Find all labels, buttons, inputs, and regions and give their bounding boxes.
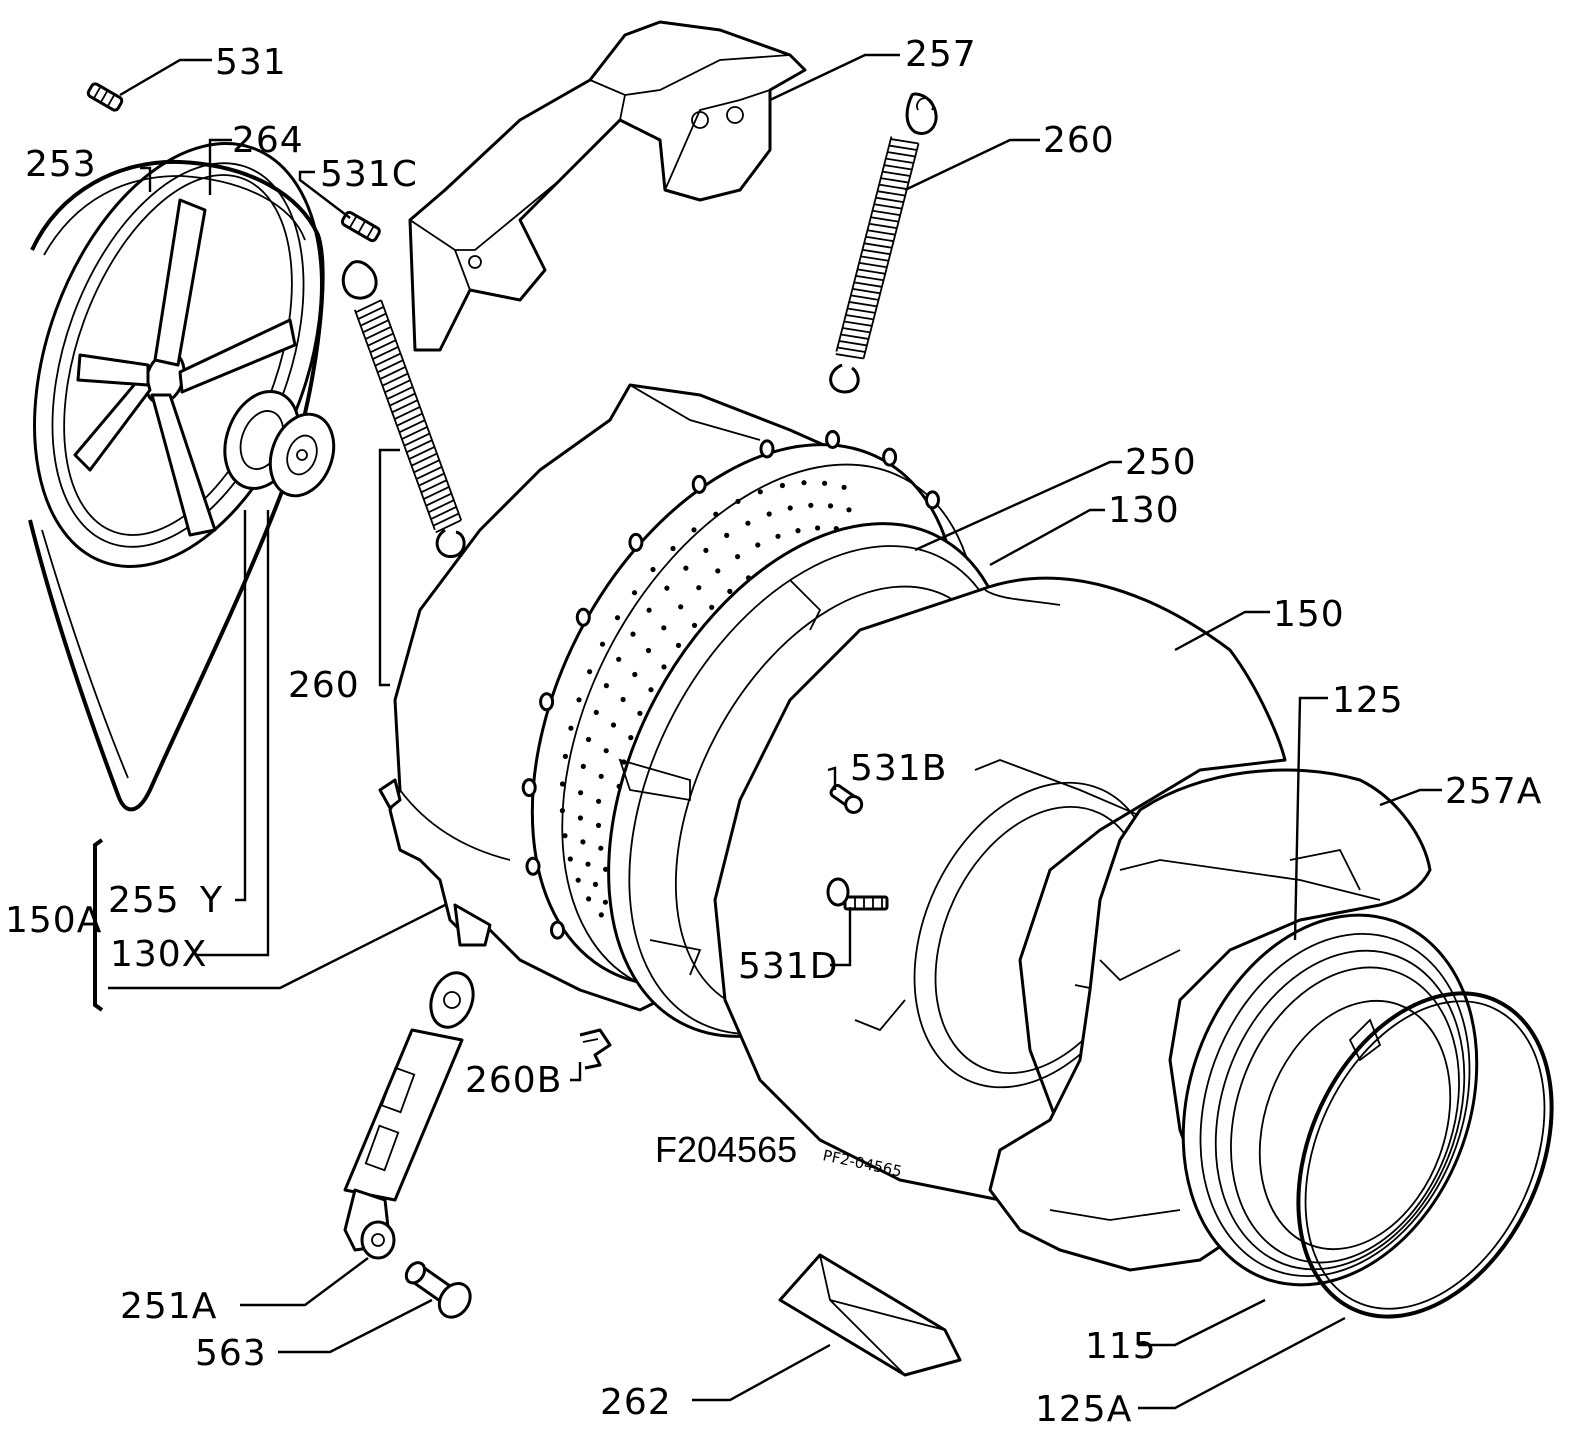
label-251a: 251A: [120, 1286, 217, 1327]
label-531d: 531D: [738, 946, 838, 987]
label-253: 253: [25, 144, 97, 185]
label-260-left: 260: [288, 665, 360, 706]
suspension-spring-260-right: [829, 92, 938, 394]
label-255: 255: [108, 880, 180, 921]
label-563: 563: [195, 1333, 267, 1374]
suspension-spring-260-left: [341, 260, 466, 558]
label-150a: 150A: [5, 900, 102, 941]
drawing-code: F204565: [655, 1129, 797, 1170]
label-262: 262: [600, 1382, 672, 1423]
tub-bracket-257: [408, 20, 807, 352]
front-weight-257a: [988, 768, 1432, 1272]
bearing-130x: [268, 412, 336, 498]
bolt-531d: [826, 877, 889, 911]
label-y: Y: [199, 880, 223, 921]
label-257a: 257A: [1445, 771, 1542, 812]
label-531c: 531C: [320, 154, 418, 195]
label-260b: 260B: [465, 1060, 562, 1101]
label-260-right: 260: [1043, 120, 1115, 161]
label-130: 130: [1108, 490, 1180, 531]
label-125: 125: [1332, 680, 1404, 721]
bracket-262: [778, 1253, 962, 1377]
screw-531b: [829, 783, 864, 814]
label-125a: 125A: [1035, 1389, 1132, 1430]
label-264: 264: [232, 120, 304, 161]
label-150: 150: [1273, 594, 1345, 635]
label-531b: 531B: [850, 748, 947, 789]
label-531: 531: [215, 42, 287, 83]
label-130x: 130X: [110, 934, 207, 975]
screw-531: [86, 82, 124, 112]
label-250: 250: [1125, 442, 1197, 483]
leader-lines: [93, 53, 1442, 1410]
pivot-bolt-563: [404, 1261, 472, 1319]
part-labels: 531 257 253 264 531C 260 260 250 130 150…: [5, 34, 1542, 1430]
label-115: 115: [1085, 1326, 1157, 1367]
label-257: 257: [905, 34, 977, 75]
clamp-ring-125a: [1296, 991, 1554, 1319]
shock-absorber-251a: [343, 971, 475, 1260]
spring-clip-260b: [579, 1028, 612, 1070]
screw-531c: [340, 210, 381, 243]
